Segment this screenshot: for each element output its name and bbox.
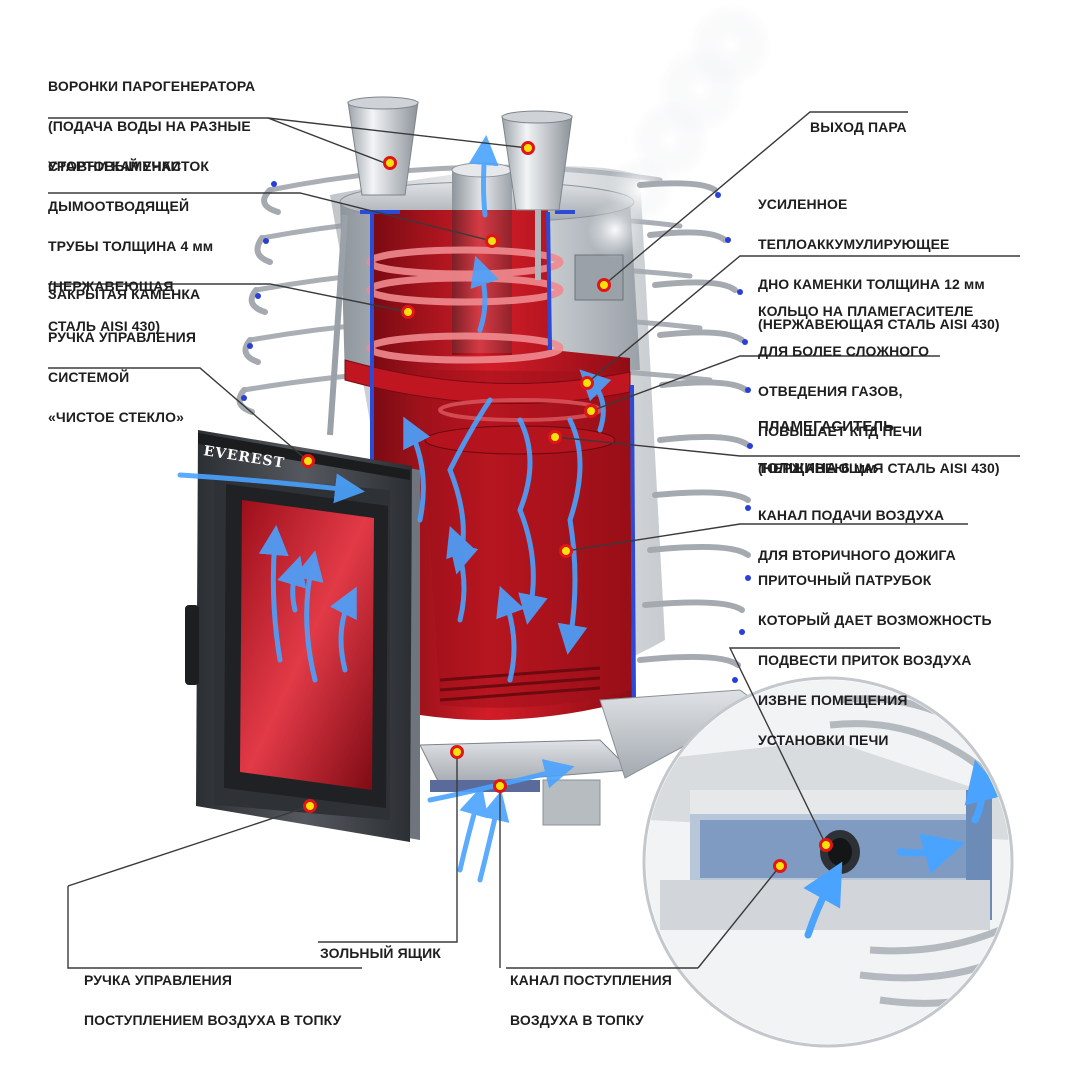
label-line: СИСТЕМОЙ	[48, 369, 130, 385]
label-line: ОТВЕДЕНИЯ ГАЗОВ,	[758, 383, 903, 399]
steam-funnels	[347, 96, 573, 280]
callout-leaders	[48, 111, 1020, 969]
side-handle-bar	[327, 214, 348, 436]
label-line: ДЛЯ БОЛЕЕ СЛОЖНОГО	[758, 343, 930, 359]
label-flame-ring: КОЛЬЦО НА ПЛАМЕГАСИТЕЛЕ ДЛЯ БОЛЕЕ СЛОЖНО…	[758, 281, 973, 461]
label-air-channel: КАНАЛ ПОСТУПЛЕНИЯ ВОЗДУХА В ТОПКУ	[510, 950, 672, 1050]
label-line: КАНАЛ ПОСТУПЛЕНИЯ	[510, 972, 672, 988]
rail-end-dots	[241, 181, 753, 683]
label-line: ПЛАМЕГАСИТЕЛЬ	[758, 418, 895, 435]
label-line: (НЕРЖАВЕЮЩАЯ СТАЛЬ AISI 430)	[758, 316, 1000, 332]
label-line: ТРУБЫ ТОЛЩИНА 4 мм	[48, 238, 214, 254]
label-line: ДЫМООТВОДЯЩЕЙ	[48, 198, 190, 214]
heat-rails-front	[236, 180, 751, 668]
label-line: ВОРОНКИ ПАРОГЕНЕРАТОРА	[48, 78, 256, 94]
label-line: ИЗВНЕ ПОМЕЩЕНИЯ	[758, 692, 908, 708]
grate	[439, 666, 601, 702]
label-line: ДНО КАМЕНКИ ТОЛЩИНА 12 мм	[758, 276, 985, 292]
label-line: ПОСТУПЛЕНИЕМ ВОЗДУХА В ТОПКУ	[84, 1012, 342, 1028]
label-line: ЗАКРЫТАЯ КАМЕНКА	[48, 286, 201, 302]
label-air-handle: РУЧКА УПРАВЛЕНИЯ ПОСТУПЛЕНИЕМ ВОЗДУХА В …	[84, 950, 341, 1050]
heater-bottom-plate	[344, 359, 631, 404]
label-line: УСИЛЕННОЕ	[758, 196, 848, 212]
label-closed-heater: ЗАКРЫТАЯ КАМЕНКА	[48, 264, 200, 324]
label-line: ДЛЯ ВТОРИЧНОГО ДОЖИГА	[758, 547, 956, 563]
label-flame-damper: ПЛАМЕГАСИТЕЛЬ ТОЛЩИНА 6 мм	[758, 395, 894, 500]
blue-cut-edges	[360, 210, 636, 701]
label-reinforced-bottom: УСИЛЕННОЕ ТЕПЛОАККУМУЛИРУЮЩЕЕ ДНО КАМЕНК…	[758, 174, 1000, 354]
label-line: СТАЛЬ AISI 430)	[48, 318, 161, 334]
label-line: ПРИТОЧНЫЙ ПАТРУБОК	[758, 572, 932, 588]
zoom-detail-inset	[642, 676, 1014, 1048]
air-flow-arrows	[177, 135, 612, 883]
steam-outlet	[574, 254, 624, 301]
label-line: «ЧИСТОЕ СТЕКЛО»	[48, 409, 184, 425]
label-line: КОТОРЫЙ ДАЕТ ВОЗМОЖНОСТЬ	[758, 612, 992, 628]
stand-leg	[542, 779, 601, 826]
label-secondary-air: КАНАЛ ПОДАЧИ ВОЗДУХА ДЛЯ ВТОРИЧНОГО ДОЖИ…	[758, 485, 956, 585]
label-line: (НЕРЖАВЕЮЩАЯ	[48, 278, 174, 294]
label-line: РУЧКА УПРАВЛЕНИЯ	[48, 329, 196, 345]
label-line: ТЕПЛОАККУМУЛИРУЮЩЕЕ	[758, 236, 950, 252]
label-line: УРОВНИ КАМЕНКИ	[48, 158, 181, 174]
label-steam-outlet: ВЫХОД ПАРА	[810, 97, 907, 157]
label-line: (ПОДАЧА ВОДЫ НА РАЗНЫЕ	[48, 118, 251, 134]
label-clean-glass-handle: РУЧКА УПРАВЛЕНИЯ СИСТЕМОЙ «ЧИСТОЕ СТЕКЛО…	[48, 307, 196, 447]
callout-markers	[301, 141, 833, 873]
label-line: ЗОЛЬНЫЙ ЯЩИК	[320, 945, 441, 961]
label-chimney-start: СТАРТОВЫЙ УЧАСТОК ДЫМООТВОДЯЩЕЙ ТРУБЫ ТО…	[48, 136, 213, 356]
label-line: ВОЗДУХА В ТОПКУ	[510, 1012, 644, 1028]
label-line: РУЧКА УПРАВЛЕНИЯ	[84, 972, 232, 988]
label-line: (НЕРЖАВЕЮЩАЯ СТАЛЬ AISI 430)	[758, 460, 1000, 476]
steam-cloud	[587, 3, 772, 258]
label-line: ВЫХОД ПАРА	[810, 119, 907, 135]
label-inlet-pipe: ПРИТОЧНЫЙ ПАТРУБОК КОТОРЫЙ ДАЕТ ВОЗМОЖНО…	[758, 550, 992, 770]
label-line: КАНАЛ ПОДАЧИ ВОЗДУХА	[758, 507, 945, 523]
label-flame-damper-material: (НЕРЖАВЕЮЩАЯ СТАЛЬ AISI 430)	[758, 438, 1000, 498]
label-line: ПОДВЕСТИ ПРИТОК ВОЗДУХА	[758, 652, 972, 668]
label-line: ТОЛЩИНА 6 мм	[758, 460, 877, 477]
label-line: КОЛЬЦО НА ПЛАМЕГАСИТЕЛЕ	[758, 303, 974, 319]
label-line: СТАРТОВЫЙ УЧАСТОК	[48, 158, 209, 174]
label-ash-box: ЗОЛЬНЫЙ ЯЩИК	[320, 923, 441, 983]
label-steam-funnels: ВОРОНКИ ПАРОГЕНЕРАТОРА (ПОДАЧА ВОДЫ НА Р…	[48, 56, 255, 196]
label-line: УСТАНОВКИ ПЕЧИ	[758, 732, 889, 748]
door-assembly	[185, 430, 420, 842]
label-line: ПОВЫШАЕТ КПД ПЕЧИ	[758, 423, 923, 439]
